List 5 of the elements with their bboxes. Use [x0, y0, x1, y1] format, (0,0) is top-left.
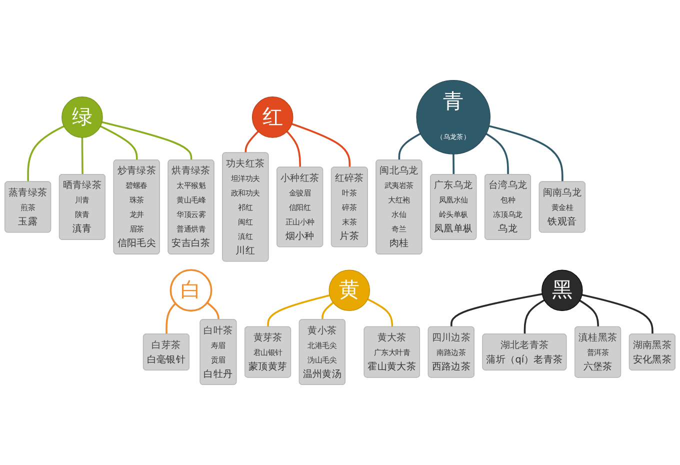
node-circle: 黑: [542, 270, 583, 311]
node-circle: 黄: [328, 270, 370, 311]
node-circle: 绿: [62, 96, 103, 138]
node-circle: 白: [170, 269, 212, 312]
node-circle: 红: [252, 96, 294, 138]
